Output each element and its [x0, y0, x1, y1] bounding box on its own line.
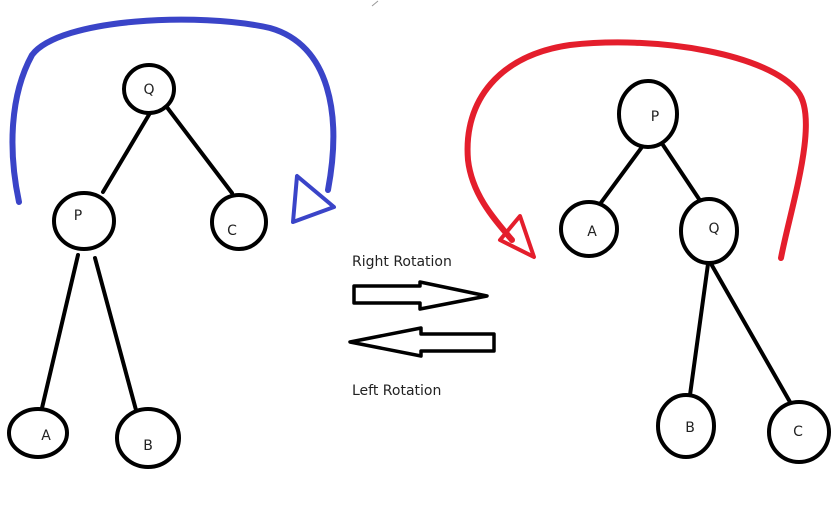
stray-mark [371, 0, 379, 7]
node-label-q: Q [143, 82, 154, 98]
node-label-p: P [74, 208, 82, 224]
right-rotation-arc [9, 16, 337, 224]
node-label-c: C [227, 223, 237, 239]
left-tree-node-b: B [115, 407, 181, 469]
left-tree-node-p: P [52, 191, 116, 251]
right-tree-node-p: P [617, 79, 679, 149]
node-label-b: B [143, 438, 153, 454]
node-label-p: P [651, 109, 659, 125]
node-label-a: A [587, 224, 597, 240]
right-tree-node-q: Q [679, 197, 739, 265]
right-tree-edges [598, 143, 792, 404]
right-arrow [352, 280, 489, 311]
left-rotation-label: Left Rotation [352, 383, 441, 399]
right-tree-node-c: C [767, 400, 831, 464]
left-tree-node-c: C [210, 193, 268, 251]
node-label-a: A [41, 428, 51, 444]
left-tree: Q P C A B [7, 63, 268, 469]
node-label-b: B [685, 420, 695, 436]
right-tree-node-a: A [559, 200, 619, 258]
left-arrow [348, 326, 496, 358]
right-tree-node-b: B [656, 393, 716, 459]
right-tree: P A Q B C [559, 79, 831, 464]
left-tree-edges [40, 104, 234, 412]
left-tree-node-q: Q [122, 63, 176, 115]
left-rotation-arc [464, 39, 809, 261]
right-rotation-label: Right Rotation [352, 254, 452, 270]
left-tree-node-a: A [7, 407, 69, 459]
node-label-q: Q [708, 221, 719, 237]
node-label-c: C [793, 424, 803, 440]
